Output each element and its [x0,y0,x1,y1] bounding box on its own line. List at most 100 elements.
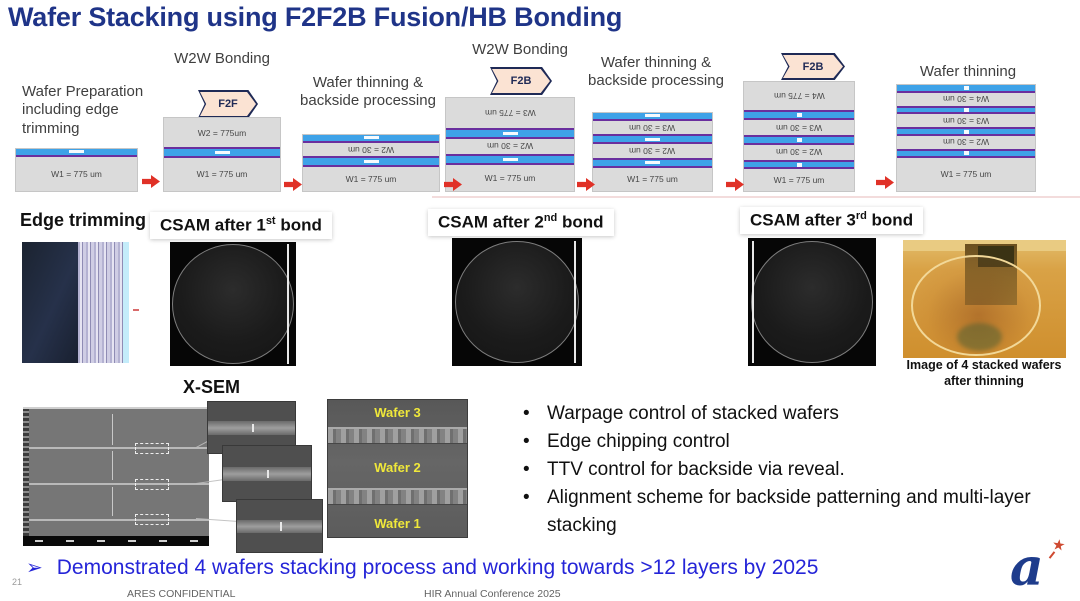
wafer-layer-w1: W1 = 775 um [897,157,1035,191]
inset-bond-band [208,421,295,435]
bullet-item: Warpage control of stacked wafers [515,400,1050,428]
process-chevron-f2b-2: F2B [781,53,845,80]
company-logo: a ★ [1008,536,1078,600]
edge-trim-silicon-region [22,242,79,363]
bond-line [28,447,209,450]
bond-layer-mark [796,113,802,118]
wafer-layer-w1: W1 = 775 um [303,166,439,191]
wafer-diagram-3: W2 = 30 um W1 = 775 um [302,134,440,192]
wafer-layer-w1: W1 = 775 um [164,157,280,191]
bond-interface [897,148,1035,158]
wafer-layer-w2: W2 = 30 um [744,144,854,160]
wafer-layer-w1: W1 = 775 um [16,156,137,191]
xsem-inset-1 [208,402,295,453]
bond-interface [897,105,1035,115]
sem-zoom-region [134,478,169,490]
edge-trimming-image [22,242,144,363]
conclusion-text: Demonstrated 4 wafers stacking process a… [56,556,819,579]
logo-letter: a [1010,537,1044,598]
process-chevron-f2b-1: F2B [490,67,552,95]
bond-interface [446,128,574,140]
footer-conference: HIR Annual Conference 2025 [424,588,561,600]
page-title: Wafer Stacking using F2F2B Fusion/HB Bon… [8,2,623,32]
inset-bond-band [237,519,322,534]
wafer-diagram-5: W3 = 30 um W2 = 30 um W1 = 775 um [592,112,713,192]
sem-measurement-mark [112,451,114,481]
wafer-disc [172,244,294,364]
bond-bump-row [328,487,467,505]
wafer-layer-w4: W4 = 775 um [744,82,854,111]
bond-layer-mark [502,157,518,161]
bond-layer-mark [796,137,802,142]
xsem-main-image [23,407,209,546]
edge-trimming-label: Edge trimming [20,210,147,230]
wafer-layer-w1: W1 = 775 um [593,167,712,191]
sem-wafer-label-2: Wafer 2 [374,460,421,476]
bond-bump-row [328,427,467,445]
bond-layer-mark [502,132,518,136]
wafer-layer-w3: W3 = 30 um [897,114,1035,128]
via-mark [251,424,254,432]
bond-interface [744,159,854,170]
bond-interface [744,135,854,145]
logo-star-tail [1048,551,1056,559]
chevron-label: F2B [783,55,843,78]
wafer-disc [751,241,873,363]
chevron-label: F2F [200,92,256,116]
sem-scale-bar [23,536,209,546]
chevron-label: F2B [492,69,550,93]
bullet-item: TTV control for backside via reveal. [515,456,1050,484]
photo-wafer-outline [911,255,1041,357]
wafer-diagram-1: W1 = 775 um [15,148,138,192]
wafer-layer-w3: W3 = 30 um [593,120,712,135]
conclusion-banner: ➢ Demonstrated 4 wafers stacking process… [26,555,1026,580]
bond-interface [446,153,574,165]
flow-arrow-icon [284,178,302,191]
via-mark [279,522,282,531]
wafer-layer-w2: W2 = 30 um [303,142,439,157]
flow-stage-label-thinning-1: Wafer thinning & backside processing [300,74,436,110]
wafer-diagram-7: W4 = 30 um W3 = 30 um W2 = 30 um W1 = 77… [896,84,1036,192]
csam-label-2: CSAM after 2nd bond [428,209,614,236]
csam-label-1: CSAM after 1st bond [150,212,332,239]
bond-interface [303,135,439,143]
bond-interface [897,127,1035,137]
bond-interface [897,85,1035,93]
csam-edge-line [574,240,576,364]
xsem-inset-2 [223,446,311,501]
edge-trim-striped-region [78,242,124,363]
xsem-labeled-image: Wafer 3 Wafer 2 Wafer 1 [328,400,467,537]
bond-layer-mark [645,114,660,118]
photo-caption: Image of 4 stacked wafers after thinning [906,358,1062,389]
csam-edge-line [287,244,289,364]
process-chevron-f2f: F2F [198,90,258,118]
wafer-layer-w1: W1 = 775 um [446,164,574,191]
bond-interface [303,156,439,167]
sem-wafer-label-1: Wafer 1 [374,516,421,532]
flow-stage-label-thinning-2: Wafer thinning & backside processing [588,54,724,90]
flow-stage-label-preparation: Wafer Preparation including edge trimmin… [22,83,144,137]
bond-layer-mark [963,129,969,134]
flow-arrow-icon [142,175,160,188]
bond-line [28,518,209,521]
wafer-layer-w2: W2 = 30 um [897,136,1035,149]
bond-interface [593,113,712,121]
sem-measurement-mark [112,414,114,445]
bond-interface [593,134,712,145]
wafer-layer-w2: W2 = 775um [164,118,280,148]
stacked-wafer-photo [903,240,1066,358]
key-points-list: Warpage control of stacked wafers Edge c… [515,400,1050,540]
bond-layer-mark [645,137,660,141]
wafer-diagram-4: W3 = 775 um W2 = 30 um W1 = 775 um [445,97,575,192]
csam-edge-line [752,240,754,364]
edge-trim-edge-region [123,242,130,363]
flow-arrow-icon [726,178,744,191]
csam-image-3 [748,238,876,366]
flow-stage-label-w2w-2: W2W Bonding [472,41,568,58]
bond-layer-mark [645,161,660,165]
wafer-diagram-2: W2 = 775um W1 = 775 um [163,117,281,192]
bond-layer-mark [363,160,379,164]
wafer-layer-w2: W2 = 30 um [446,139,574,154]
sem-edge-texture [23,409,29,546]
inset-bond-band [223,466,311,482]
